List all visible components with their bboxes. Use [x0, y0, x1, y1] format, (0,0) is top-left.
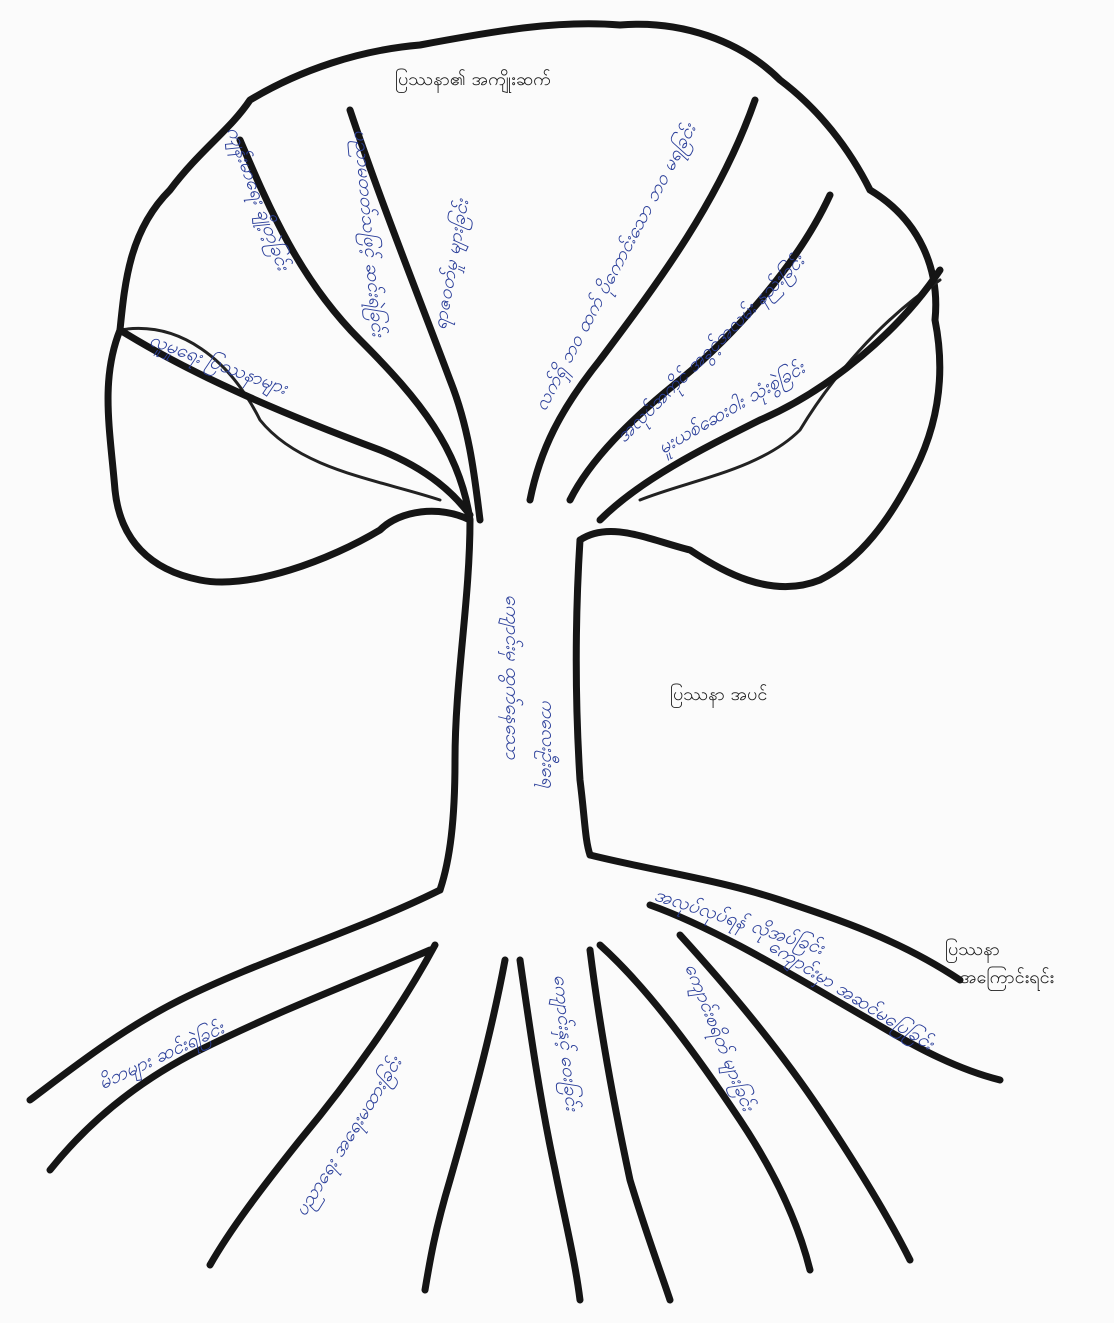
- root-5b: [680, 935, 910, 1260]
- trunk-left-edge: [440, 520, 470, 890]
- canopy-title: ပြဿနာ၏ အကျိုးဆက်: [395, 70, 551, 90]
- trunk-label-1: ကျောင်းမှ ထွက်နေသော: [503, 595, 522, 760]
- trunk-right-edge: [576, 540, 590, 855]
- trunk-label-2: ကလေးဦးရေ: [539, 700, 558, 788]
- roots-title-2: အကြောင်းရင်း: [960, 968, 1054, 988]
- roots-title-1: ပြဿနာ: [945, 940, 1000, 960]
- canopy-outline: [108, 24, 940, 587]
- canopy-lobe-right: [640, 280, 940, 500]
- root-6: [590, 855, 960, 980]
- root-1b: [50, 950, 430, 1170]
- root-3: [425, 960, 505, 1290]
- problem-label: ပြဿနာ အပင်: [670, 685, 767, 705]
